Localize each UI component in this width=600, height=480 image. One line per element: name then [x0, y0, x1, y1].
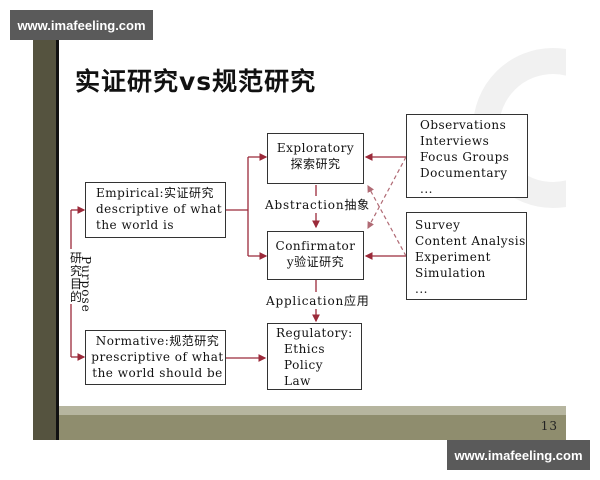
regulatory-box: Regulatory: Ethics Policy Law	[267, 323, 362, 390]
exploratory-line-1: Exploratory	[276, 141, 355, 155]
quantitative-line-1: Survey	[415, 218, 461, 232]
purpose-label-en: Purpose	[79, 256, 93, 313]
quantitative-line-2: Content Analysis	[415, 234, 526, 248]
purpose-label-cn: 研究目的	[70, 251, 84, 304]
normative-line-2: prescriptive of what	[91, 350, 224, 364]
slide-title: 实证研究vs规范研究	[75, 67, 317, 96]
confirmatory-line-2: y验证研究	[286, 255, 345, 269]
qualitative-line-5: ...	[420, 182, 433, 196]
normative-box: Normative:规范研究 prescriptive of what the …	[85, 330, 226, 385]
slide-footer-band-dark	[59, 415, 566, 440]
qualitative-line-4: Documentary	[420, 166, 508, 180]
slide-left-bar	[33, 40, 56, 440]
quantitative-line-3: Experiment	[415, 250, 491, 264]
slide: 实证研究vs规范研究 研究目的 P	[33, 40, 566, 440]
empirical-line-3: the world is	[96, 218, 175, 232]
normative-line-3: the world should be	[92, 366, 223, 380]
confirmatory-line-1: Confirmator	[275, 239, 356, 253]
quantitative-line-4: Simulation	[415, 266, 486, 280]
watermark-top: www.imafeeling.com	[10, 10, 153, 40]
regulatory-line-1: Regulatory:	[276, 326, 353, 340]
abstraction-label: Abstraction抽象	[265, 196, 370, 213]
slide-footer-band-light	[59, 406, 566, 415]
page-number: 13	[540, 419, 558, 433]
quantitative-methods-box: Survey Content Analysis Experiment Simul…	[406, 212, 527, 300]
exploratory-box: Exploratory 探索研究	[267, 133, 364, 184]
confirmatory-box: Confirmator y验证研究	[267, 231, 364, 280]
exploratory-line-2: 探索研究	[290, 157, 341, 171]
regulatory-line-3: Policy	[284, 358, 323, 372]
watermark-bottom: www.imafeeling.com	[447, 440, 590, 470]
normative-line-1: Normative:规范研究	[95, 334, 220, 348]
empirical-box: Empirical:实证研究 descriptive of what the w…	[85, 182, 226, 238]
qualitative-methods-box: Observations Interviews Focus Groups Doc…	[406, 114, 528, 198]
regulatory-line-2: Ethics	[284, 342, 326, 356]
qualitative-line-3: Focus Groups	[420, 150, 510, 164]
slide-left-divider	[56, 40, 59, 440]
qualitative-line-2: Interviews	[420, 134, 490, 148]
connector-arrows	[70, 153, 407, 362]
application-label: Application应用	[266, 292, 370, 309]
empirical-line-2: descriptive of what	[96, 202, 223, 216]
quantitative-line-5: ...	[415, 282, 428, 296]
empirical-line-1: Empirical:实证研究	[96, 186, 214, 200]
qualitative-line-1: Observations	[420, 118, 507, 132]
regulatory-line-4: Law	[284, 374, 311, 388]
